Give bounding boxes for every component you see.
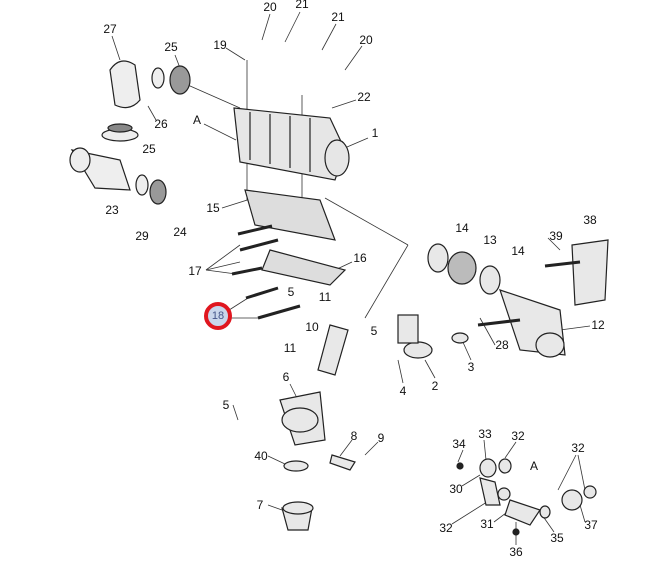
callout-4[interactable]: 4 (399, 384, 407, 398)
callout-20[interactable]: 20 (263, 0, 277, 14)
callout-22[interactable]: 22 (357, 90, 371, 104)
callout-24[interactable]: 24 (173, 225, 187, 239)
lower-parts (279, 314, 469, 531)
callout-3[interactable]: 3 (467, 360, 475, 374)
callout-14[interactable]: 14 (455, 221, 469, 235)
callout-13[interactable]: 13 (483, 233, 497, 247)
callout-11[interactable]: 11 (318, 290, 332, 304)
callout-19[interactable]: 19 (213, 38, 227, 52)
callout-34[interactable]: 34 (452, 437, 466, 451)
egr-cooler (233, 107, 350, 181)
callout-21[interactable]: 21 (331, 10, 345, 24)
callout-36[interactable]: 36 (509, 545, 523, 559)
callout-38[interactable]: 38 (583, 213, 597, 227)
callout-17[interactable]: 17 (188, 264, 202, 278)
callout-18-highlighted[interactable]: 18 (204, 302, 232, 330)
callout-27[interactable]: 27 (103, 22, 117, 36)
callout-32[interactable]: 32 (439, 521, 453, 535)
callout-26[interactable]: 26 (154, 117, 168, 131)
callout-2[interactable]: 2 (431, 379, 439, 393)
callout-20[interactable]: 20 (359, 33, 373, 47)
callout-39[interactable]: 39 (549, 229, 563, 243)
callout-37[interactable]: 37 (584, 518, 598, 532)
callout-a[interactable]: A (192, 113, 202, 127)
bolts (231, 224, 301, 320)
inset-parts (456, 458, 597, 536)
callout-33[interactable]: 33 (478, 427, 492, 441)
callout-8[interactable]: 8 (350, 429, 358, 443)
inlet-elbow (69, 60, 191, 205)
callout-29[interactable]: 29 (135, 229, 149, 243)
callout-25[interactable]: 25 (164, 40, 178, 54)
callout-32[interactable]: 32 (511, 429, 525, 443)
callout-10[interactable]: 10 (305, 320, 319, 334)
callout-7[interactable]: 7 (256, 498, 264, 512)
callout-35[interactable]: 35 (550, 531, 564, 545)
callout-6[interactable]: 6 (282, 370, 290, 384)
callout-25[interactable]: 25 (142, 142, 156, 156)
callout-5[interactable]: 5 (370, 324, 378, 338)
callout-40[interactable]: 40 (254, 449, 268, 463)
callout-23[interactable]: 23 (105, 203, 119, 217)
callout-5[interactable]: 5 (287, 285, 295, 299)
callout-1[interactable]: 1 (371, 126, 379, 140)
callout-14[interactable]: 14 (511, 244, 525, 258)
callout-11[interactable]: 11 (283, 341, 297, 355)
callout-32[interactable]: 32 (571, 441, 585, 455)
callout-31[interactable]: 31 (480, 517, 494, 531)
right-parts (427, 239, 609, 358)
callout-12[interactable]: 12 (591, 318, 605, 332)
callout-a[interactable]: A (529, 459, 539, 473)
callout-28[interactable]: 28 (495, 338, 509, 352)
callout-30[interactable]: 30 (449, 482, 463, 496)
bracket (244, 189, 347, 286)
callout-21[interactable]: 21 (295, 0, 309, 11)
callout-5[interactable]: 5 (222, 398, 230, 412)
callout-15[interactable]: 15 (206, 201, 220, 215)
callout-16[interactable]: 16 (353, 251, 367, 265)
callout-9[interactable]: 9 (377, 431, 385, 445)
